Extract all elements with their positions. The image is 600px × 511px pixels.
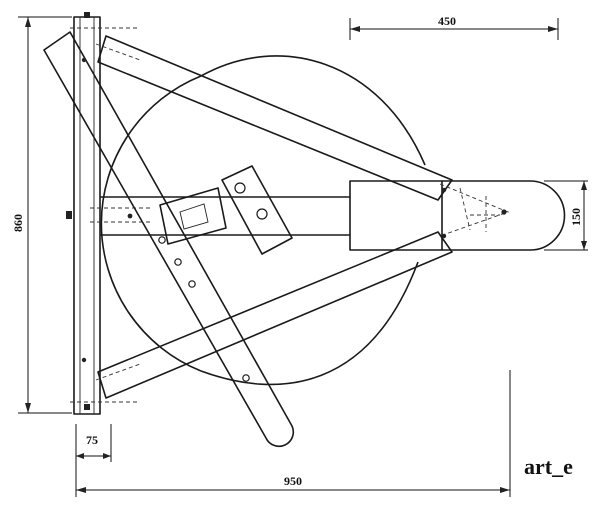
horizontal-shaft xyxy=(100,196,350,236)
dimension-450: 450 xyxy=(349,14,559,40)
dim-150-label: 150 xyxy=(569,208,583,226)
dimension-950: 950 xyxy=(75,370,511,497)
large-disc-right xyxy=(200,55,426,166)
bolts xyxy=(66,12,507,410)
right-housing xyxy=(349,180,566,251)
dim-75-label: 75 xyxy=(86,433,98,447)
lever-bar xyxy=(43,31,295,448)
dim-950-label: 950 xyxy=(284,474,302,488)
dim-450-label: 450 xyxy=(438,14,456,28)
bracket-plates xyxy=(159,165,293,255)
dim-860-label: 860 xyxy=(11,214,25,232)
dimension-860: 860 xyxy=(11,16,72,414)
hidden-details xyxy=(90,43,510,381)
signature-text: art_e xyxy=(524,454,573,479)
large-disc xyxy=(100,75,202,372)
lower-arm xyxy=(97,231,453,399)
dimension-75: 75 xyxy=(75,424,112,462)
dimension-150: 150 xyxy=(544,180,588,251)
